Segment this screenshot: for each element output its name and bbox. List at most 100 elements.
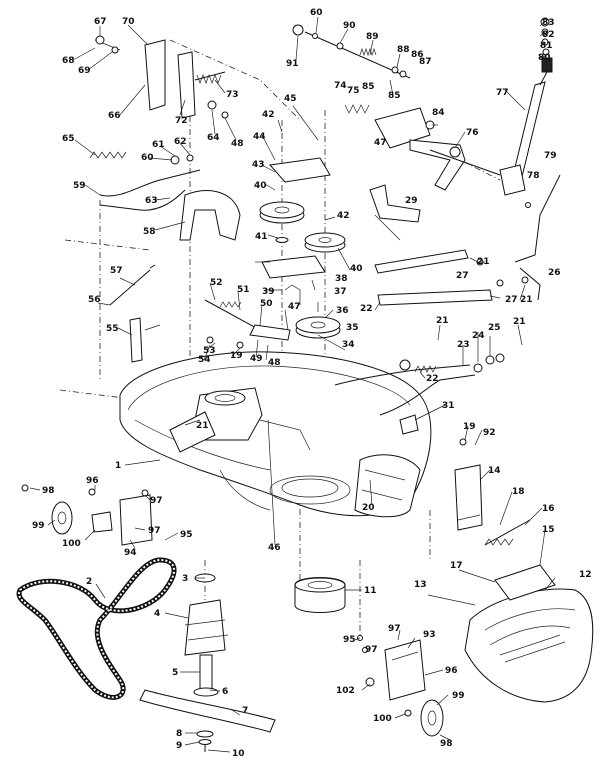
callout-25: 25 bbox=[488, 323, 501, 333]
discharge-bracket bbox=[454, 438, 542, 574]
callout-1: 1 bbox=[115, 461, 121, 471]
callout-80: 80 bbox=[538, 53, 551, 63]
callout-35: 35 bbox=[346, 323, 359, 333]
callout-60-left: 60 bbox=[141, 153, 154, 163]
callout-48-top: 48 bbox=[231, 139, 244, 149]
callout-83: 83 bbox=[542, 18, 555, 28]
callout-13: 13 bbox=[414, 580, 427, 590]
callout-99-left: 99 bbox=[32, 521, 45, 531]
callout-97-b: 97 bbox=[148, 526, 161, 536]
callout-47-mid: 47 bbox=[288, 302, 301, 312]
right-long-rod bbox=[514, 174, 561, 263]
callout-60-top: 60 bbox=[310, 8, 323, 18]
callout-81: 81 bbox=[540, 41, 553, 51]
left-rod-assembly bbox=[109, 264, 161, 363]
lift-lever-handle bbox=[499, 17, 553, 196]
callout-84: 84 bbox=[432, 108, 445, 118]
callout-20: 20 bbox=[362, 503, 375, 513]
callout-82: 82 bbox=[542, 30, 555, 40]
callout-11: 11 bbox=[364, 586, 377, 596]
callout-40-mid: 40 bbox=[350, 264, 363, 274]
callout-75: 75 bbox=[347, 86, 360, 96]
height-adjust-linkage bbox=[89, 151, 241, 241]
callout-40-top: 40 bbox=[254, 181, 267, 191]
callout-63: 63 bbox=[145, 196, 158, 206]
callout-66: 66 bbox=[108, 111, 121, 121]
callout-3: 3 bbox=[182, 574, 188, 584]
callout-98-left: 98 bbox=[42, 486, 55, 496]
callout-49: 49 bbox=[250, 354, 263, 364]
callout-59: 59 bbox=[73, 181, 86, 191]
callout-86: 86 bbox=[411, 50, 424, 60]
callout-95-right: 95 bbox=[343, 635, 356, 645]
callout-21-a: 21 bbox=[477, 257, 490, 267]
callout-93: 93 bbox=[423, 630, 436, 640]
callout-22-b: 22 bbox=[426, 374, 439, 384]
callout-91: 91 bbox=[286, 59, 299, 69]
callout-23: 23 bbox=[457, 340, 470, 350]
callout-44: 44 bbox=[253, 132, 266, 142]
lift-rod-top bbox=[292, 24, 411, 79]
callout-36: 36 bbox=[336, 306, 349, 316]
callout-72: 72 bbox=[175, 116, 188, 126]
callout-102: 102 bbox=[336, 686, 355, 696]
right-deck-rod bbox=[334, 353, 505, 435]
callout-17: 17 bbox=[450, 561, 463, 571]
callout-37: 37 bbox=[334, 287, 347, 297]
callout-39: 39 bbox=[262, 287, 275, 297]
deck-hanger-bracket bbox=[369, 184, 421, 223]
callout-14: 14 bbox=[488, 466, 501, 476]
callout-55: 55 bbox=[106, 324, 119, 334]
mower-deck bbox=[119, 351, 432, 518]
callout-27-a: 27 bbox=[456, 271, 469, 281]
drive-belt bbox=[16, 557, 177, 700]
callout-70: 70 bbox=[122, 17, 135, 27]
callout-87: 87 bbox=[419, 57, 432, 67]
idler-pulleys bbox=[259, 157, 346, 339]
callout-21-d: 21 bbox=[513, 317, 526, 327]
callout-52: 52 bbox=[210, 278, 223, 288]
callout-21-c: 21 bbox=[436, 316, 449, 326]
callout-5: 5 bbox=[172, 668, 178, 678]
callout-97-c: 97 bbox=[388, 624, 401, 634]
callout-42-top: 42 bbox=[262, 110, 275, 120]
callout-24: 24 bbox=[472, 331, 485, 341]
callout-73: 73 bbox=[226, 90, 239, 100]
callout-74: 74 bbox=[334, 81, 347, 91]
callout-6: 6 bbox=[222, 687, 228, 697]
callout-98-right: 98 bbox=[440, 739, 453, 749]
callout-16: 16 bbox=[542, 504, 555, 514]
callout-41: 41 bbox=[255, 232, 268, 242]
callout-77: 77 bbox=[496, 88, 509, 98]
callout-8: 8 bbox=[176, 729, 182, 739]
callout-47-top: 47 bbox=[374, 138, 387, 148]
callout-22-a: 22 bbox=[360, 304, 373, 314]
callout-65: 65 bbox=[62, 134, 75, 144]
callout-79: 79 bbox=[544, 151, 557, 161]
center-linkage bbox=[204, 299, 291, 349]
callout-53: 53 bbox=[203, 346, 216, 356]
callout-43: 43 bbox=[252, 160, 265, 170]
discharge-chute bbox=[464, 564, 594, 703]
callout-4: 4 bbox=[154, 609, 160, 619]
blade-spindle bbox=[139, 573, 276, 752]
callout-56: 56 bbox=[88, 295, 101, 305]
callout-48-mid: 48 bbox=[268, 358, 281, 368]
callout-58: 58 bbox=[143, 227, 156, 237]
callout-99-right: 99 bbox=[452, 691, 465, 701]
callout-92: 92 bbox=[483, 428, 496, 438]
callout-88: 88 bbox=[397, 45, 410, 55]
callout-10: 10 bbox=[232, 749, 245, 759]
callout-34: 34 bbox=[342, 340, 355, 350]
gearbox bbox=[169, 387, 311, 453]
callout-85-b: 85 bbox=[388, 91, 401, 101]
callout-57: 57 bbox=[110, 266, 123, 276]
callout-100-left: 100 bbox=[62, 539, 81, 549]
callout-89: 89 bbox=[366, 32, 379, 42]
callout-50: 50 bbox=[260, 299, 273, 309]
callout-7: 7 bbox=[242, 706, 248, 716]
callout-9: 9 bbox=[176, 741, 182, 751]
callout-46: 46 bbox=[268, 543, 281, 553]
